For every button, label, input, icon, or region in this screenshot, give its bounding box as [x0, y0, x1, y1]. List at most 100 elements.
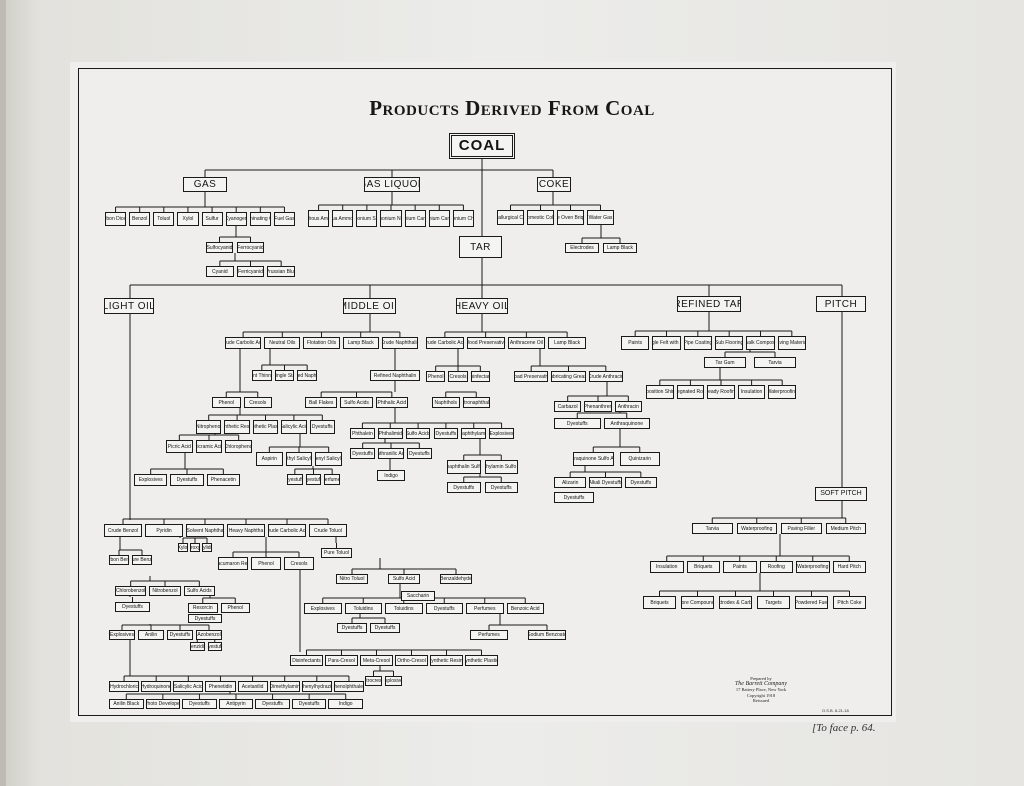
middle-oil-r5c-5: Explosives	[489, 428, 514, 439]
light-oil-tol3-0: Explosives	[304, 603, 342, 614]
middle-oil-r6b-1: Dyestuffs	[305, 474, 322, 485]
gas-liquor-item-2: Ammonium Sulfate	[356, 210, 378, 227]
middle-oil-r8-1: Dyestuffs	[484, 482, 518, 493]
middle-oil-r6c-0: Dyestuffs	[350, 448, 376, 459]
middle-oil-naphthols-1: Nitronaphthalin	[462, 397, 490, 408]
credit-line-1: Prepared by	[750, 676, 772, 681]
light-oil-cres-5: Synthetic Plastics	[465, 655, 498, 666]
heavy-oil-r5-0: Anthraquinone Sulfo Acids	[573, 452, 614, 466]
coke-item-3: Water Gas	[587, 210, 614, 225]
gas-item-0: Carbon Dioxide	[105, 212, 127, 226]
credit-line-2: The Barrett Company	[734, 680, 788, 687]
light-oil-bottom2-6: Indigo	[328, 699, 363, 709]
gas-sub1-1: Ferrocyanid	[237, 242, 264, 253]
light-oil-tol5-0: Perfumes	[470, 630, 508, 640]
heavy-oil-r2a-1: Cresols	[448, 371, 468, 382]
refined-tar-item-3: Sub Flooring	[715, 336, 744, 350]
light-oil-bottom-0: Hydrochloric	[109, 681, 140, 692]
heavy-oil-r2a-2: Disinfectants	[470, 371, 490, 382]
gas-item-2: Toluol	[153, 212, 175, 226]
coke-sub-0: Electrodes	[565, 243, 599, 253]
light-oil-bottom-2: Salicylic Acid	[173, 681, 204, 692]
coke-sub-1: Lamp Black	[603, 243, 637, 253]
heavy-oil-r4-0: Dyestuffs	[554, 418, 601, 429]
light-oil-benzol-1: Nitroxylol	[190, 543, 200, 552]
light-oil-tol3-1: Toluidins	[344, 603, 382, 614]
soft-pitch-box: SOFT PITCH	[815, 487, 867, 501]
middle-oil-r4-4: Dyestuffs	[309, 420, 335, 434]
middle-oil-r5c-3: Dyestuffs	[433, 428, 459, 439]
light-oil-toluol-2: Benzaldehyde	[440, 574, 472, 584]
credit-line-4: Copyright 1918	[746, 692, 776, 698]
heavy-oil-item-0: Crude Carbolic Acid	[426, 337, 464, 349]
gas-sub2-1: Ferricyanid	[236, 266, 265, 277]
light-oil-row-5: Crude Toluol	[309, 524, 347, 537]
middle-oil-phenol-1: Cresols	[243, 397, 272, 408]
light-oil-chlor-0: Chlorobenzol	[115, 586, 147, 596]
light-oil-saccharin: Saccharin	[401, 591, 435, 601]
middle-oil-r5a-0: Picric Acid	[166, 440, 193, 453]
light-oil-chlor-2: Sulfo Acids	[183, 586, 215, 596]
pitch-r2-5: Hard Pitch	[832, 561, 866, 573]
middle-oil-r6a-2: Phenacetin	[206, 474, 240, 486]
middle-oil-naph-1: Sulfo Acids	[340, 397, 373, 408]
gas-liquor-box: GAS LIQUOR	[364, 177, 420, 192]
light-oil-dye2: Dyestuffs	[188, 614, 222, 623]
light-oil-cres-3: Ortho-Cresol	[395, 655, 428, 666]
refined-tar-item-2: Pipe Coating	[683, 336, 712, 350]
light-oil-resorcin-1: Phenol	[220, 603, 250, 613]
refined-tar-box: REFINED TAR	[677, 296, 741, 312]
light-oil-row-2: Solvent Naphtha	[186, 524, 224, 537]
light-oil-row-0: Crude Benzol	[104, 524, 142, 537]
middle-oil-r6a-1: Dyestuffs	[170, 474, 204, 486]
light-oil-tol5-1: Sodium Benzoate	[528, 630, 566, 640]
middle-oil-r7-0: Chloronaphthalin Sulfo Acids	[447, 460, 481, 474]
pitch-r3-1: Core Compounds	[681, 596, 714, 609]
heavy-oil-r3-1: Phenanthren	[584, 401, 612, 412]
middle-oil-box: MIDDLE OIL	[343, 298, 396, 314]
light-oil-chlor-1: Nitrobenzol	[149, 586, 181, 596]
middle-oil-r6c-1: Anthranilic Acid	[378, 448, 404, 459]
gas-box: GAS	[183, 177, 227, 192]
heavy-oil-box: HEAVY OIL	[456, 298, 508, 314]
gas-sub1-0: Sulfocyanid	[206, 242, 233, 253]
pitch-r1-2: Paving Filler	[781, 523, 822, 534]
heavy-oil-r2b-1: Lubricating Grease	[551, 371, 586, 382]
middle-oil-refined-naphthalin: Refined Naphthalin	[370, 370, 420, 381]
refined-tar-r3-4: Waterproofing	[768, 385, 796, 399]
light-oil-tol3-5: Benzoic Acid	[506, 603, 544, 614]
middle-oil-r6b-2: Perfumes	[324, 474, 340, 485]
page-fold	[0, 0, 6, 786]
pitch-r2-3: Roofing	[759, 561, 793, 573]
light-oil-bottom2-1: Photo Developer	[145, 699, 181, 709]
chart-frame	[78, 68, 892, 716]
light-oil-bottom2-0: Anilin Black	[109, 699, 144, 709]
light-oil-left-0: Carbon Benzol	[109, 555, 129, 565]
light-oil-row-1: Pyridin	[145, 524, 183, 537]
middle-oil-item-2: Flotation Oils	[303, 337, 340, 349]
light-oil-tol3-4: Perfumes	[466, 603, 504, 614]
middle-oil-r4-0: Nitrophenol	[196, 420, 222, 434]
light-oil-benz-1: Dyestuffs	[207, 642, 222, 651]
credit-line-3: 17 Battery Place, New York	[735, 687, 787, 692]
heavy-oil-r2a-0: Phenol	[426, 371, 446, 382]
pitch-r1-1: Waterproofing	[736, 523, 777, 534]
gas-liquor-item-3: Ammonium Nitrate	[380, 210, 402, 227]
heavy-oil-item-1: Wood Preservative	[466, 337, 505, 349]
light-oil-benzol-2: Xylidin	[202, 543, 212, 552]
middle-oil-r5b-2: Phenyl Salicylate	[315, 452, 342, 466]
heavy-oil-r3-0: Carbazol	[554, 401, 582, 412]
light-oil-cres-2: Meta-Cresol	[360, 655, 393, 666]
coke-item-1: Domestic Coke	[527, 210, 554, 225]
pitch-r1-3: Medium Pitch	[825, 523, 866, 534]
light-oil-row-4: Crude Carbolic Acid	[268, 524, 306, 537]
face-page-note: [To face p. 64.	[812, 722, 876, 734]
pitch-r1-0: Tarvia	[692, 523, 733, 534]
light-oil-bottom-5: Dimethylamin	[269, 681, 300, 692]
pitch-r2-1: Briquets	[686, 561, 720, 573]
middle-oil-item-4: Crude Naphthalin	[381, 337, 418, 349]
middle-oil-r4-3: Salicylic Acid	[281, 420, 307, 434]
refined-tar-r3-2: Ready Roofing	[707, 385, 735, 399]
middle-oil-phenol-0: Phenol	[212, 397, 241, 408]
